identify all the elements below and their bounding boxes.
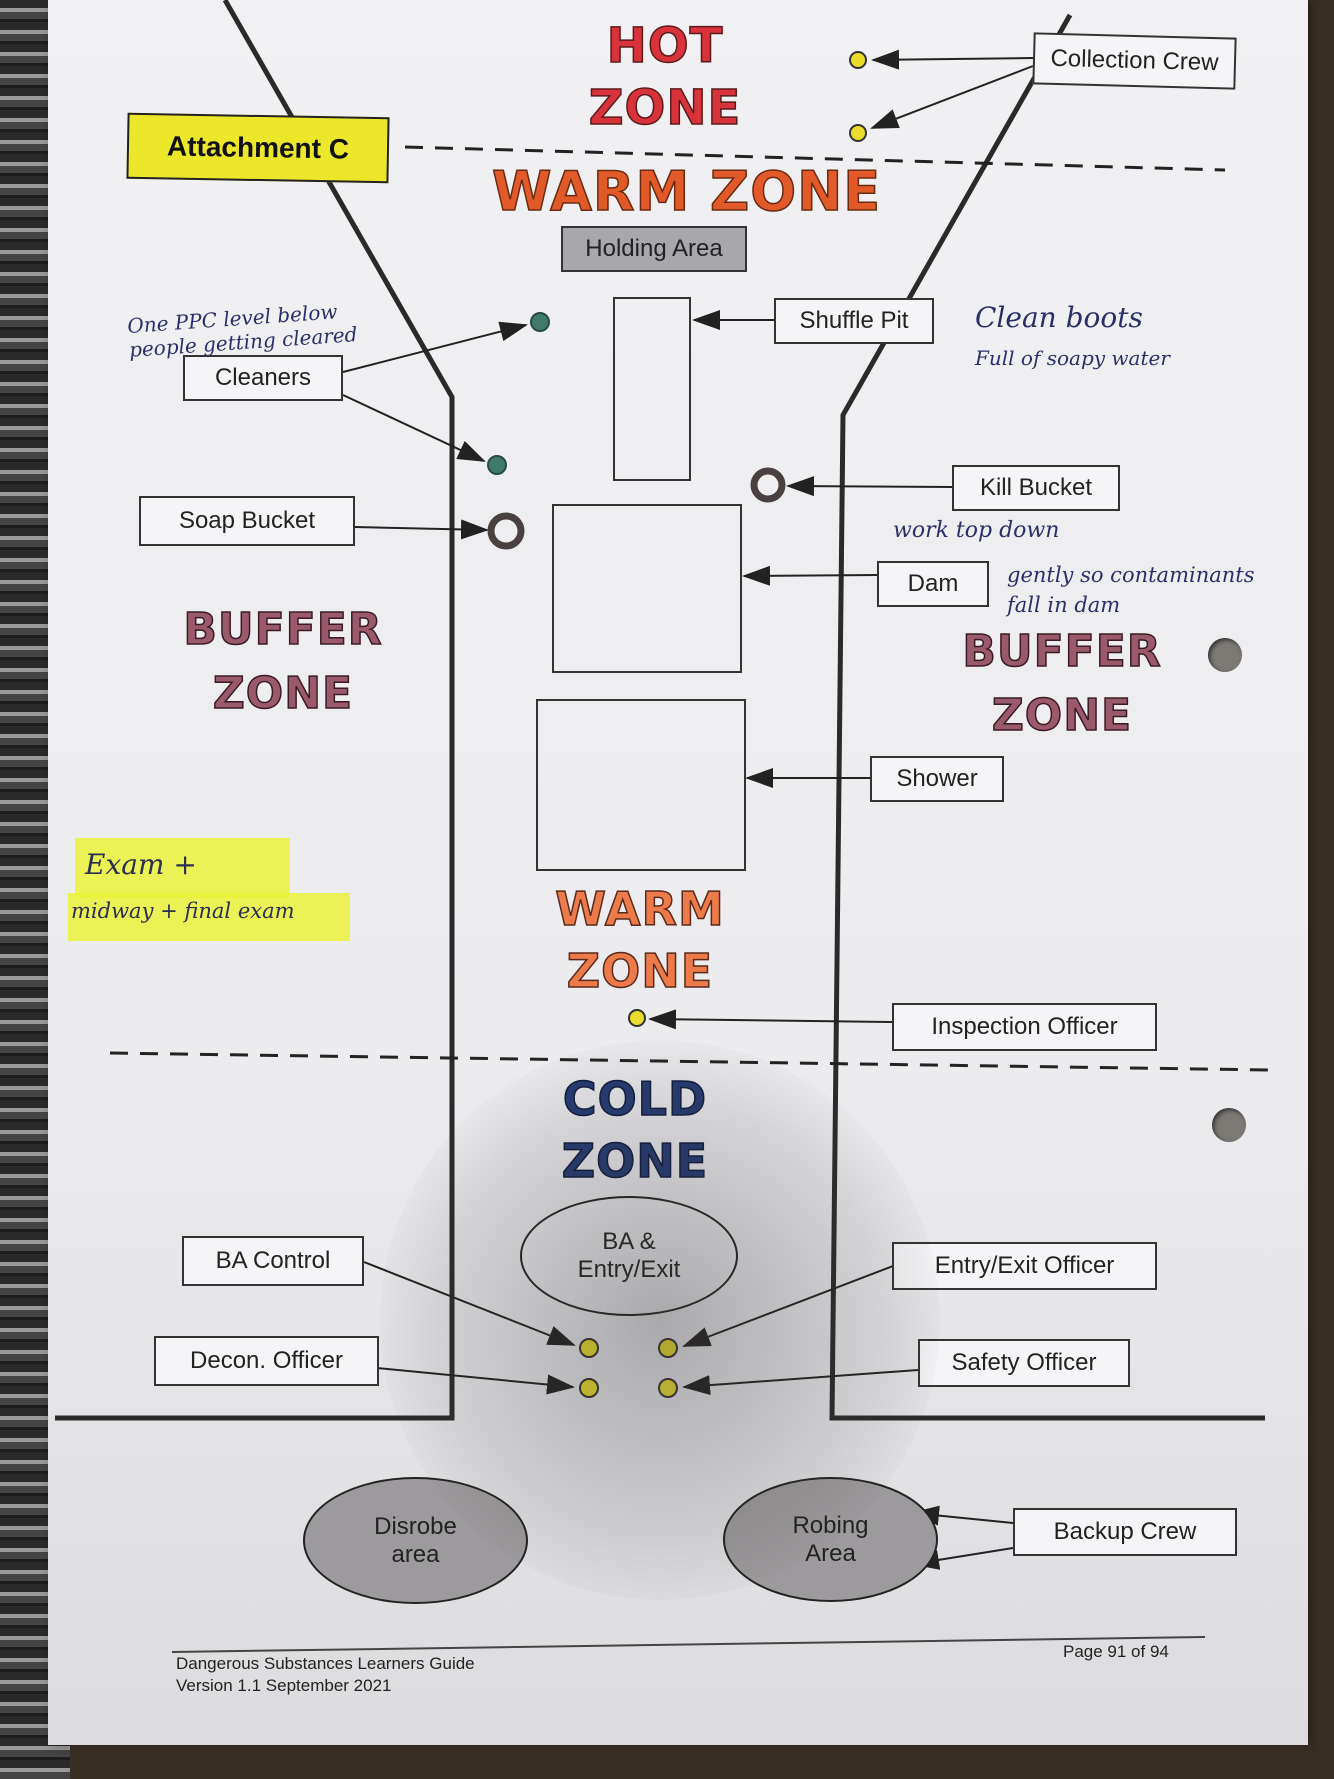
buffer-left-line-1: BUFFER <box>168 598 398 662</box>
hot-zone-line-1: HOT <box>560 15 770 77</box>
clean-boots-note: Clean boots Full of soapy water <box>975 298 1170 378</box>
arrow-kill-bucket <box>788 486 952 487</box>
warm-zone-top-heading: WARM ZONE <box>492 160 822 223</box>
kill-bucket-box: Kill Bucket <box>952 465 1120 511</box>
backup-crew-box: Backup Crew <box>1013 1508 1237 1556</box>
buffer-zone-right-heading: BUFFER ZONE <box>947 620 1177 748</box>
warm-bottom-line-1: WARM <box>530 878 750 940</box>
arrow-soap-bucket <box>355 527 487 530</box>
ba-entry-line-1: BA & <box>578 1228 681 1256</box>
gently-note-line-2: fall in dam <box>1007 590 1255 620</box>
soap-bucket-marker <box>491 516 521 546</box>
arrow-decon-officer <box>377 1368 573 1387</box>
cold-line-2: ZONE <box>525 1130 745 1192</box>
decon-officer-marker <box>580 1379 598 1397</box>
ba-entry-line-2: Entry/Exit <box>578 1256 681 1284</box>
buffer-zone-left-heading: BUFFER ZONE <box>168 598 398 726</box>
disrobe-area-ellipse: Disrobe area <box>303 1477 528 1604</box>
arrow-safety-officer <box>684 1370 918 1387</box>
collection-marker-1 <box>850 52 866 68</box>
entry-exit-marker <box>659 1339 677 1357</box>
safety-officer-marker <box>659 1379 677 1397</box>
exam-note-line-1: Exam + <box>85 842 295 888</box>
cleaner-marker-2 <box>488 456 506 474</box>
cold-line-1: COLD <box>525 1068 745 1130</box>
gently-note: gently so contaminants fall in dam <box>1007 560 1255 620</box>
exam-note: Exam + midway + final exam <box>85 842 295 934</box>
exam-note-line-2: midway + final exam <box>71 888 295 934</box>
shower-box: Shower <box>870 756 1004 802</box>
clean-boots-line-1: Clean boots <box>975 298 1170 338</box>
cleaner-marker-1 <box>531 313 549 331</box>
dam-box: Dam <box>877 561 989 607</box>
inspection-officer-box: Inspection Officer <box>892 1003 1157 1051</box>
buffer-right-line-1: BUFFER <box>947 620 1177 684</box>
buffer-left-line-2: ZONE <box>168 662 398 726</box>
inspection-marker <box>629 1010 645 1026</box>
arrow-cleaners-2 <box>343 395 484 461</box>
footer-guide-info: Dangerous Substances Learners Guide Vers… <box>176 1653 475 1697</box>
shuffle-pit-rectangle <box>614 298 690 480</box>
entry-exit-officer-box: Entry/Exit Officer <box>892 1242 1157 1290</box>
footer-page-number: Page 91 of 94 <box>1063 1642 1169 1662</box>
hole-punch-1 <box>1208 638 1242 672</box>
buffer-right-line-2: ZONE <box>947 684 1177 748</box>
footer-version: Version 1.1 September 2021 <box>176 1675 475 1697</box>
decon-officer-box: Decon. Officer <box>154 1336 379 1386</box>
gently-note-line-1: gently so contaminants <box>1007 560 1255 590</box>
kill-bucket-marker <box>754 471 782 499</box>
disrobe-line-2: area <box>374 1541 457 1569</box>
ba-control-marker <box>580 1339 598 1357</box>
warm-zone-bottom-heading: WARM ZONE <box>530 878 750 1002</box>
arrow-collection-1 <box>873 58 1033 60</box>
robing-area-ellipse: Robing Area <box>723 1477 938 1602</box>
robing-line-2: Area <box>792 1540 868 1568</box>
shower-rectangle <box>537 700 745 870</box>
disrobe-line-1: Disrobe <box>374 1513 457 1541</box>
arrow-dam <box>744 575 877 576</box>
work-top-down-note: work top down <box>893 518 1059 543</box>
attachment-label: Attachment C <box>126 113 389 184</box>
holding-area-box: Holding Area <box>561 226 747 272</box>
safety-officer-box: Safety Officer <box>918 1339 1130 1387</box>
ba-control-box: BA Control <box>182 1236 364 1286</box>
hole-punch-2 <box>1212 1108 1246 1142</box>
cold-zone-heading: COLD ZONE <box>525 1068 745 1192</box>
footer-rule <box>172 1637 1205 1652</box>
footer-guide-title: Dangerous Substances Learners Guide <box>176 1653 475 1675</box>
collection-crew-box: Collection Crew <box>1032 32 1236 89</box>
collection-marker-2 <box>850 125 866 141</box>
dam-rectangle <box>553 505 741 672</box>
soap-bucket-box: Soap Bucket <box>139 496 355 546</box>
warm-bottom-line-2: ZONE <box>530 940 750 1002</box>
cleaners-box: Cleaners <box>183 355 343 401</box>
robing-line-1: Robing <box>792 1512 868 1540</box>
hot-zone-line-2: ZONE <box>560 77 770 139</box>
shuffle-pit-box: Shuffle Pit <box>774 298 934 344</box>
ba-entry-exit-ellipse: BA & Entry/Exit <box>520 1196 738 1316</box>
clean-boots-line-2: Full of soapy water <box>975 338 1170 378</box>
arrow-inspection <box>650 1019 892 1022</box>
hot-zone-heading: HOT ZONE <box>560 15 770 139</box>
